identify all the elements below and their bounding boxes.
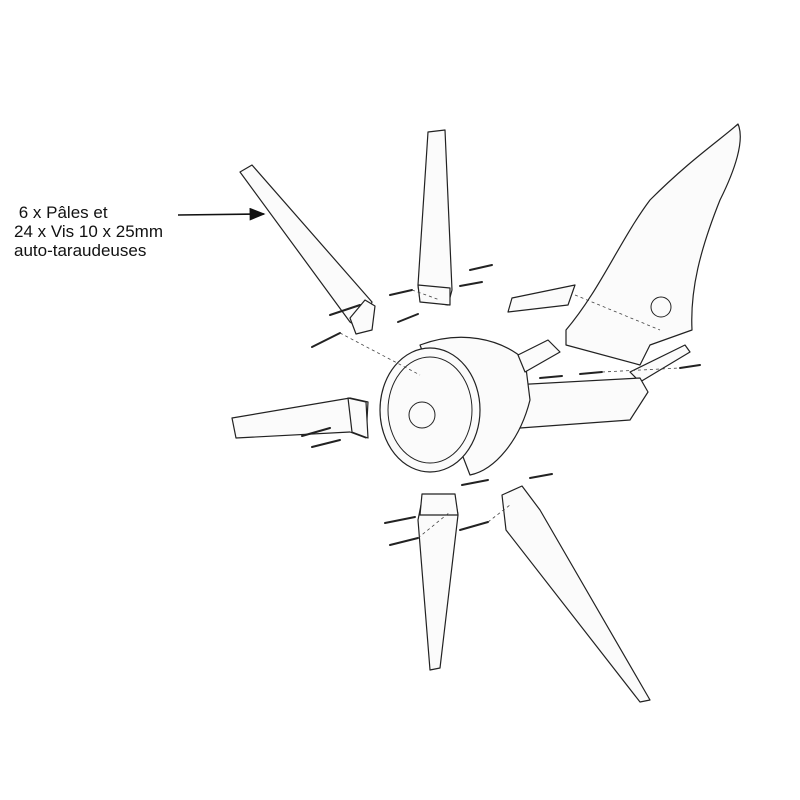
- blade-root-upper: [417, 284, 451, 306]
- callout-line-1: 6 x Pâles et: [14, 203, 108, 222]
- screws: [301, 264, 701, 546]
- tail-fin-hole: [650, 296, 672, 318]
- blade-root-upper-left: [349, 299, 376, 335]
- blade-root-left: [347, 397, 369, 439]
- callout-arrow: [177, 207, 266, 221]
- assembly-guides: [339, 289, 681, 539]
- hub-plate: [379, 347, 481, 473]
- callout-line-3: auto-taraudeuses: [14, 241, 147, 260]
- blade-upper: [417, 129, 453, 306]
- callout-line-2: 24 x Vis 10 x 25mm: [14, 222, 163, 241]
- hub-plate-inner: [387, 356, 473, 464]
- blade-left: [231, 397, 369, 439]
- callout-label: 6 x Pâles et 24 x Vis 10 x 25mm auto-tar…: [14, 203, 163, 260]
- blade-bottom-right: [501, 485, 651, 703]
- generator-fin: [517, 339, 561, 373]
- blade-root-bottom: [419, 493, 459, 516]
- tail-fin: [565, 123, 741, 366]
- blade-upper-left: [239, 164, 373, 331]
- blade-bottom: [417, 497, 459, 671]
- hub-center-hole: [408, 401, 436, 429]
- nose-cap: [507, 284, 576, 313]
- blade-right: [511, 377, 649, 429]
